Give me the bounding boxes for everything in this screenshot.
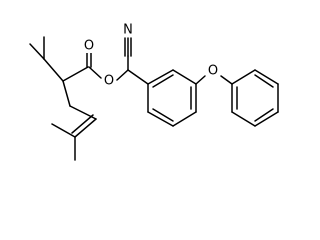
carbonyl-o-bg [82, 39, 96, 53]
ester-o-bg [102, 74, 116, 88]
bond-alkene-methyl-left [51, 123, 76, 138]
molecule-drawing: N O O O [29, 23, 279, 161]
bond-ch2-to-ch [69, 105, 97, 120]
ether-o-bg [206, 64, 220, 78]
ring1-bond-4 [172, 111, 197, 127]
bond-ester-o-to-ch [116, 69, 129, 81]
bonds [29, 36, 279, 161]
carbonyl-o-label: O [84, 39, 94, 54]
ring2-bond-1 [231, 69, 256, 85]
ring2-bond-4 [254, 111, 279, 127]
ring2-inner-2 [254, 108, 274, 122]
bond-alkene-double-1 [74, 118, 97, 138]
bond-ether-o-to-phenyl [220, 75, 233, 85]
ring2-inner-1 [254, 74, 274, 88]
bond-isopropyl-methyl-left [29, 43, 45, 60]
bond-alpha-to-ch2 [62, 80, 71, 107]
bond-isopropyl-to-alpha [43, 58, 64, 82]
bond-alpha-to-carbonyl [62, 66, 89, 82]
ring1-inner-1 [152, 74, 174, 88]
ring1-inner-3 [152, 108, 174, 122]
ring1-bond-2 [172, 69, 197, 85]
structure-diagram: N O O O [29, 23, 279, 161]
bond-alkene-double-2 [71, 114, 94, 134]
bond-ring-to-ether-o [195, 75, 206, 85]
ring1-bond-1 [147, 69, 174, 85]
atom-labels: N O O O [82, 23, 220, 89]
ring2-bond-2 [254, 69, 279, 85]
ring2-bond-5 [231, 111, 256, 127]
ether-o-label: O [208, 64, 218, 79]
bond-carbonyl-to-ester-o [88, 66, 102, 79]
bond-ch-to-ring [127, 69, 149, 85]
nitrile-n-bg [121, 23, 135, 37]
nitrile-n-label: N [123, 23, 133, 38]
ring1-bond-5 [147, 111, 174, 127]
ester-o-label: O [104, 74, 114, 89]
